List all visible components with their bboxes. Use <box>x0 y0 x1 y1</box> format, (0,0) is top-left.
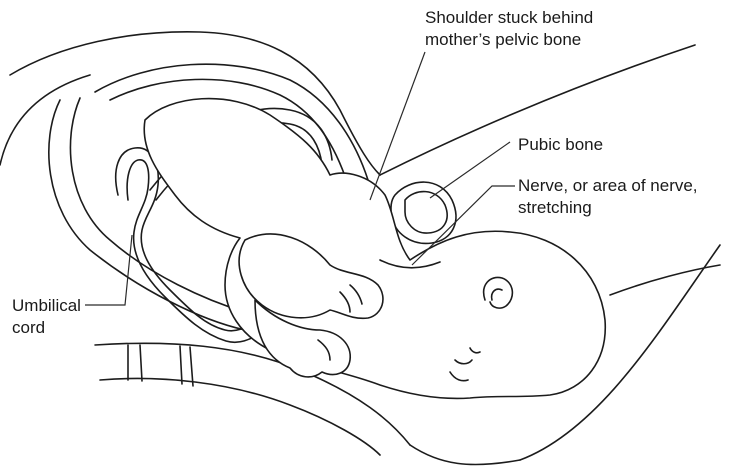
label-nerve-line1: Nerve, or area of nerve, <box>518 176 698 196</box>
thigh-stripes <box>128 345 193 386</box>
label-umbilical-line2: cord <box>12 318 45 338</box>
label-nerve-line2: stretching <box>518 198 592 218</box>
pubic-bone <box>391 182 456 243</box>
label-umbilical-line1: Umbilical <box>12 296 81 316</box>
label-shoulder-line2: mother’s pelvic bone <box>425 30 581 50</box>
label-pubic-bone: Pubic bone <box>518 135 603 155</box>
label-shoulder-line1: Shoulder stuck behind <box>425 8 593 28</box>
